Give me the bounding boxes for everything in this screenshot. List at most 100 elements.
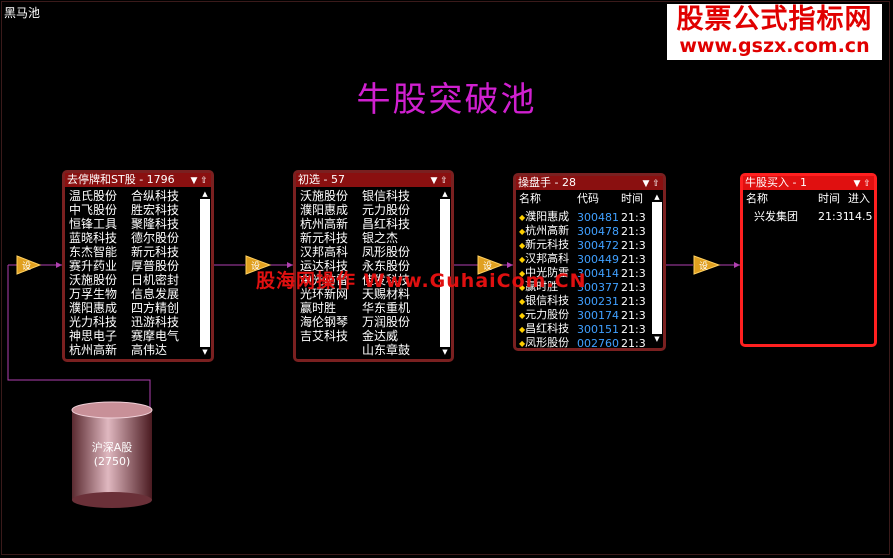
list-item[interactable]: 合纵科技 — [131, 189, 180, 203]
list-item[interactable]: 厚普股份 — [131, 259, 180, 273]
list-item[interactable]: 聚隆科技 — [131, 217, 180, 231]
list-item[interactable]: 万润股份 — [362, 315, 411, 329]
dropdown-icon[interactable]: ▼ — [642, 179, 650, 189]
pin-icon[interactable]: ⇧ — [440, 176, 448, 186]
stock-name-text: 濮阳惠成 — [525, 210, 570, 223]
dropdown-icon[interactable]: ▼ — [190, 176, 198, 186]
list-item[interactable]: 濮阳惠成 — [300, 203, 349, 217]
stock-code: 002760 — [577, 337, 619, 350]
scroll-down-icon[interactable]: ▼ — [200, 347, 210, 357]
scroll-up-icon[interactable]: ▲ — [440, 189, 450, 199]
stock-time: 21:3 — [621, 225, 646, 238]
scrollbar[interactable]: ▲ ▼ — [200, 189, 210, 357]
filter-node-label[interactable]: 设 — [251, 262, 261, 272]
list-item[interactable]: 光力科技 — [69, 315, 118, 329]
list-item[interactable]: 德尔股份 — [131, 231, 180, 245]
col-time: 时间 — [621, 192, 643, 205]
list-item[interactable]: 沃施股份 — [69, 273, 118, 287]
list-item[interactable]: 昌红科技 — [362, 217, 411, 231]
list-item[interactable]: 银之杰 — [362, 231, 399, 245]
list-item[interactable]: 天赐材料 — [362, 287, 411, 301]
list-item[interactable]: 吉艾科技 — [300, 329, 349, 343]
scroll-up-icon[interactable]: ▲ — [200, 189, 210, 199]
list-item[interactable]: 赢时胜 — [300, 301, 337, 315]
scroll-down-icon[interactable]: ▼ — [440, 347, 450, 357]
pin-icon[interactable]: ⇧ — [863, 179, 871, 189]
scroll-up-icon[interactable]: ▲ — [652, 192, 662, 202]
stock-time: 21:31 — [818, 210, 848, 223]
filter-node-label[interactable]: 设 — [699, 262, 709, 272]
stock-name-text: 新元科技 — [525, 238, 570, 251]
pin-icon[interactable]: ⇧ — [652, 179, 660, 189]
watermark: 股海网操作 Www.GuhaiCom.CN — [256, 270, 587, 292]
list-item[interactable]: 汉邦高科 — [300, 245, 349, 259]
bullet-icon: ◆ — [519, 227, 526, 236]
scrollbar[interactable]: ▲ ▼ — [652, 192, 662, 344]
list-item[interactable]: 金达威 — [362, 329, 399, 343]
pin-icon[interactable]: ⇧ — [200, 176, 208, 186]
list-item[interactable]: 山东章鼓 — [362, 343, 411, 357]
filter-node-label[interactable]: 设 — [22, 262, 32, 272]
list-item[interactable]: 永东股份 — [362, 259, 411, 273]
list-item[interactable]: 迅游科技 — [131, 315, 180, 329]
scroll-down-icon[interactable]: ▼ — [652, 334, 662, 344]
stock-name: ◆汉邦高科 — [519, 252, 577, 267]
list-item[interactable]: 恒锋工具 — [69, 217, 118, 231]
list-item[interactable]: 新元科技 — [300, 231, 349, 245]
list-item[interactable]: 佳发科技 — [362, 273, 411, 287]
list-item[interactable]: 四方精创 — [131, 301, 180, 315]
list-item[interactable]: 华东重机 — [362, 301, 411, 315]
list-item[interactable]: 新元科技 — [131, 245, 180, 259]
stock-name-text: 赢时胜 — [525, 280, 559, 293]
list-item[interactable]: 高伟达 — [131, 343, 168, 357]
list-item[interactable]: 蓝晓科技 — [69, 231, 118, 245]
list-item[interactable]: 凤形股份 — [362, 245, 411, 259]
list-item[interactable]: 中飞股份 — [69, 203, 118, 217]
list-item[interactable]: 万孚生物 — [69, 287, 118, 301]
list-item[interactable]: 濮阳惠成 — [69, 301, 118, 315]
list-item[interactable]: 胜宏科技 — [131, 203, 180, 217]
list-item[interactable]: 信息发展 — [131, 287, 180, 301]
list-item[interactable]: 神思电子 — [69, 329, 118, 343]
stock-code: 300478 — [577, 225, 619, 238]
list-item[interactable]: 运达科技 — [300, 259, 349, 273]
list-item[interactable]: 元力股份 — [362, 203, 411, 217]
source-cylinder — [71, 401, 153, 508]
list-item[interactable]: 银信科技 — [362, 189, 411, 203]
bullet-icon: ◆ — [519, 269, 526, 278]
list-item[interactable]: 赛升药业 — [69, 259, 118, 273]
filter-node-label[interactable]: 设 — [483, 262, 493, 272]
list-item[interactable]: 光环新网 — [300, 287, 349, 301]
dropdown-icon[interactable]: ▼ — [430, 176, 438, 186]
scrollbar[interactable]: ▲ ▼ — [440, 189, 450, 357]
list-item[interactable]: 海伦钢琴 — [300, 315, 349, 329]
list-item[interactable]: 中光防雷 — [300, 273, 349, 287]
list-item[interactable]: 温氏股份 — [69, 189, 118, 203]
dropdown-icon[interactable]: ▼ — [853, 179, 861, 189]
list-item[interactable]: 沃施股份 — [300, 189, 349, 203]
pool-panel-filtered[interactable]: 去停牌和ST股 - 1796 ▼⇧ 温氏股份中飞股份恒锋工具蓝晓科技东杰智能赛升… — [62, 170, 214, 362]
panel-title: 操盘手 - 28 — [518, 176, 576, 189]
list-item[interactable]: 日机密封 — [131, 273, 180, 287]
pool-panel-initial[interactable]: 初选 - 57 ▼⇧ 沃施股份濮阳惠成杭州高新新元科技汉邦高科运达科技中光防雷光… — [293, 170, 454, 362]
list-item[interactable]: 杭州高新 — [69, 343, 118, 357]
list-item[interactable]: 杭州高新 — [300, 217, 349, 231]
list-item[interactable]: 东杰智能 — [69, 245, 118, 259]
list-item[interactable]: 赛摩电气 — [131, 329, 180, 343]
col-time: 时间 — [818, 192, 840, 205]
